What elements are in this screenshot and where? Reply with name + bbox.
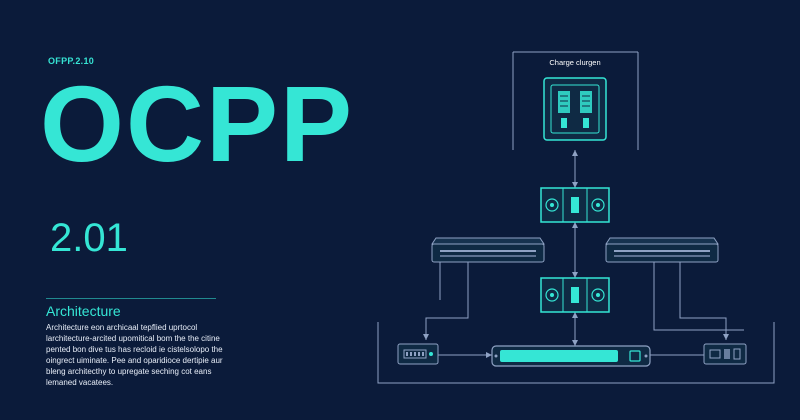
arrow-down-icon — [723, 334, 729, 340]
left-device-icon — [397, 343, 439, 365]
version-tag: OFPP.2.10 — [48, 56, 95, 66]
version-number: 2.01 — [50, 216, 128, 260]
arrow-up-icon — [572, 222, 578, 228]
left-network-switch-icon — [431, 237, 545, 263]
page-title: OCPP — [40, 63, 355, 184]
right-network-switch-icon — [605, 237, 719, 263]
arrow-up-icon — [572, 312, 578, 318]
controller-module-upper — [540, 187, 610, 223]
controller-module-lower — [540, 277, 610, 313]
description-line: oingrect uiminate. Pee and oparidioce de… — [46, 356, 223, 365]
description-line: larchitecture-arcited upomitical bom the… — [46, 334, 220, 343]
divider — [46, 298, 216, 299]
central-bus-icon — [491, 345, 651, 367]
arrow-up-icon — [572, 150, 578, 156]
right-hub-drop-line — [679, 262, 727, 340]
top-frame-line — [512, 51, 639, 150]
description-line: lemaned vacatees. — [46, 378, 114, 387]
arrow-down-icon — [572, 340, 578, 346]
architecture-description: Architecture eon archicaal tepflied uprt… — [46, 322, 236, 388]
left-hub-drop-line — [425, 262, 469, 340]
right-hub-stub-line — [653, 262, 744, 331]
charging-station-label: Charge clurgen — [549, 58, 600, 67]
arrow-down-icon — [572, 182, 578, 188]
arrow-right-icon — [486, 352, 492, 358]
architecture-heading: Architecture — [46, 303, 121, 319]
bottom-frame-line — [377, 322, 775, 384]
right-device-icon — [703, 343, 747, 365]
description-line: bleng architecthy to upregate seching co… — [46, 367, 212, 376]
description-line: pented bon dive tus has recloid ie ciste… — [46, 345, 223, 354]
description-line: Architecture eon archicaal tepflied uprt… — [46, 323, 198, 332]
connector-lines — [377, 51, 775, 384]
arrow-down-icon — [423, 334, 429, 340]
charging-station-icon — [543, 77, 607, 141]
arrow-down-icon — [572, 272, 578, 278]
